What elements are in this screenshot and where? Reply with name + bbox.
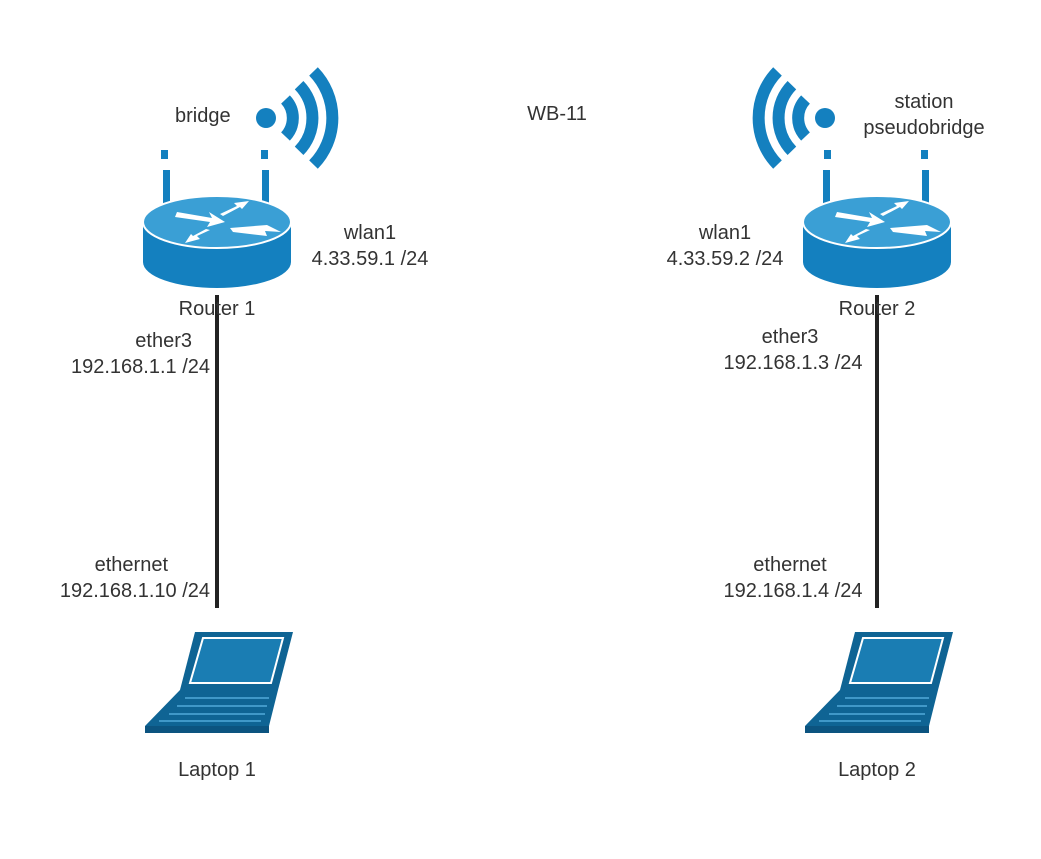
router2-name-label: Router 2	[838, 298, 916, 320]
router2-wlan-name-label: wlan1	[698, 222, 752, 244]
router1-ether-ip-label: 192.168.1.1 /24	[70, 356, 210, 378]
router-icon	[802, 150, 952, 288]
laptop-icon	[145, 632, 293, 733]
router1-wireless-mode-label: bridge	[175, 105, 231, 127]
wireless-signal-icon	[256, 67, 339, 169]
laptop1-iface-ip-label: 192.168.1.10 /24	[59, 580, 210, 602]
laptop2-name-label: Laptop 2	[838, 759, 916, 781]
wireless-signal-icon	[752, 67, 835, 169]
router2-wireless-mode-line1: station	[894, 91, 954, 113]
router2-wlan-ip-label: 4.33.59.2 /24	[666, 248, 784, 270]
laptop1-name-label: Laptop 1	[178, 759, 256, 781]
laptop2-iface-name-label: ethernet	[753, 554, 827, 576]
laptop2-iface-ip-label: 192.168.1.4 /24	[723, 580, 863, 602]
router1-wlan-ip-label: 4.33.59.1 /24	[311, 248, 429, 270]
router2-ether-name-label: ether3	[761, 326, 819, 348]
router1-name-label: Router 1	[178, 298, 256, 320]
router2-ether-ip-label: 192.168.1.3 /24	[723, 352, 863, 374]
router1-ether-name-label: ether3	[135, 330, 192, 352]
laptop-icon	[805, 632, 953, 733]
network-name-label: WB-11	[527, 103, 587, 125]
router-icon	[142, 150, 292, 288]
laptop1-iface-name-label: ethernet	[94, 554, 168, 576]
router1-wlan-name-label: wlan1	[343, 222, 397, 244]
router2-wireless-mode-line2: pseudobridge	[863, 117, 985, 139]
